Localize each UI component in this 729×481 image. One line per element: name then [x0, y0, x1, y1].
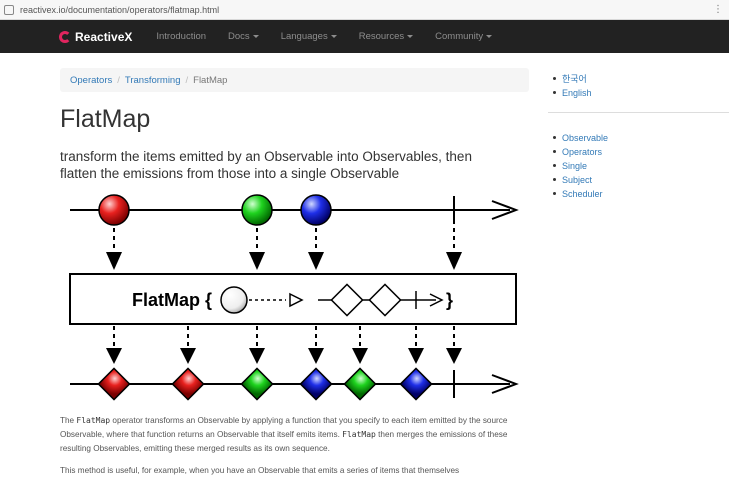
breadcrumb: Operators / Transforming / FlatMap	[60, 68, 529, 92]
breadcrumb-current: FlatMap	[193, 74, 228, 86]
operator-diamond	[330, 283, 364, 317]
result-item-green	[343, 367, 377, 401]
caret-down-icon	[330, 34, 337, 38]
topic-list: Observable Operators Single Subject Sche…	[548, 131, 729, 201]
sidebar-link-operators[interactable]: Operators	[553, 145, 729, 159]
language-link-korean[interactable]: 한국어	[553, 72, 729, 86]
source-item-red	[98, 194, 130, 226]
flatmap-marble-diagram: FlatMap { }	[69, 194, 519, 401]
sidebar-link-single[interactable]: Single	[553, 159, 729, 173]
browser-address-bar[interactable]: reactivex.io/documentation/operators/fla…	[0, 0, 729, 20]
source-item-green	[241, 194, 273, 226]
result-item-green	[240, 367, 274, 401]
description-paragraph: The FlatMap operator transforms an Obser…	[60, 414, 532, 456]
url-text[interactable]: reactivex.io/documentation/operators/fla…	[20, 4, 220, 15]
nav-label: Resources	[358, 31, 405, 42]
text-run: The	[60, 416, 77, 425]
operator-label: FlatMap {	[132, 290, 212, 310]
operator-close-brace: }	[446, 290, 453, 310]
timeline-arrowhead	[491, 200, 519, 220]
nav-label: Languages	[280, 31, 328, 42]
operator-diamond	[368, 283, 402, 317]
right-sidebar: 한국어 English Observable Operators Single …	[548, 72, 729, 201]
operator-input-circle	[220, 286, 248, 314]
text-run: then merges the emissions of these resul…	[60, 430, 508, 453]
nav-item-community[interactable]: Community	[435, 31, 493, 42]
timeline-arrowhead	[491, 374, 519, 394]
source-item-blue	[300, 194, 332, 226]
brand-name: ReactiveX	[75, 29, 133, 44]
result-items	[97, 367, 433, 401]
page-info-icon[interactable]	[4, 4, 14, 15]
caret-down-icon	[486, 34, 493, 38]
breadcrumb-separator: /	[117, 74, 120, 86]
nav-item-languages[interactable]: Languages	[281, 31, 337, 42]
language-list: 한국어 English	[548, 72, 729, 100]
input-arrowheads	[106, 252, 462, 270]
sidebar-link-observable[interactable]: Observable	[553, 131, 729, 145]
top-navbar: ReactiveX Introduction Docs Languages Re…	[0, 20, 729, 53]
page-title: FlatMap	[60, 105, 151, 133]
result-item-blue	[299, 367, 333, 401]
operator-open-arrowhead	[289, 292, 304, 308]
brand-link[interactable]: ReactiveX	[59, 30, 132, 44]
output-arrowheads	[106, 348, 462, 364]
breadcrumb-operators[interactable]: Operators	[70, 74, 113, 86]
nav-item-resources[interactable]: Resources	[358, 31, 414, 42]
nav-label: Docs	[228, 31, 250, 42]
nav-item-docs[interactable]: Docs	[228, 31, 259, 42]
sidebar-link-scheduler[interactable]: Scheduler	[553, 187, 729, 201]
result-item-red	[97, 367, 131, 401]
result-item-red	[171, 367, 205, 401]
output-arrows	[113, 326, 455, 348]
sidebar-link-subject[interactable]: Subject	[553, 173, 729, 187]
nav-label: Community	[435, 31, 484, 42]
sidebar-divider	[548, 112, 729, 113]
operator-output-arrowhead	[429, 293, 444, 307]
text-run: operator transforms an Observable by app…	[60, 416, 508, 439]
language-link-english[interactable]: English	[553, 86, 729, 100]
vertical-dots-icon[interactable]: ⋮	[713, 3, 723, 15]
inline-code: FlatMap	[76, 416, 111, 425]
nav-item-introduction[interactable]: Introduction	[156, 31, 206, 42]
caret-down-icon	[252, 34, 259, 38]
result-item-blue	[399, 367, 433, 401]
breadcrumb-transforming[interactable]: Transforming	[124, 74, 181, 86]
nav-label: Introduction	[156, 31, 207, 42]
input-arrows	[113, 228, 455, 252]
inline-code: FlatMap	[342, 430, 376, 439]
page-subtitle: transform the items emitted by an Observ…	[60, 149, 472, 181]
description-paragraph-2: This method is useful, for example, when…	[60, 466, 460, 475]
reactivex-logo-icon	[59, 30, 71, 43]
caret-down-icon	[407, 34, 414, 38]
breadcrumb-separator: /	[185, 74, 189, 86]
